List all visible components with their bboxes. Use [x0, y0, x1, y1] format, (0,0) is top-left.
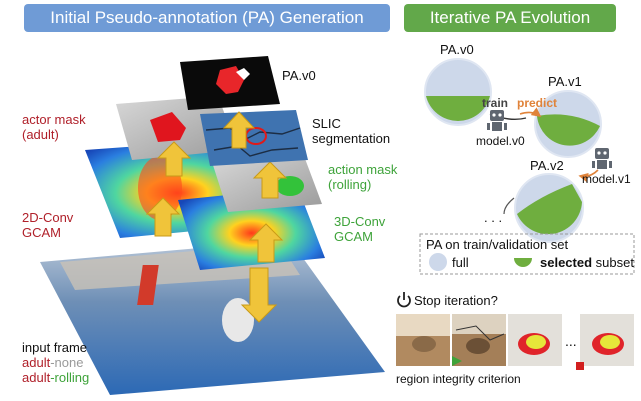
- adult-rolling-line: adult-rolling: [22, 370, 89, 385]
- power-icon: [397, 292, 411, 308]
- adult-word: adult: [22, 370, 51, 385]
- robot-icon: [487, 110, 507, 131]
- conv3d-line2: GCAM: [334, 229, 373, 244]
- legend-subset-word: subset: [595, 255, 634, 270]
- stop-iteration-label: Stop iteration?: [414, 293, 498, 308]
- action-mask-label: action mask (rolling): [328, 162, 397, 192]
- conv3d-line1: 3D-Conv: [334, 214, 386, 229]
- slic-line1: SLIC: [312, 116, 341, 131]
- actor-mask-label: actor mask (adult): [22, 112, 86, 142]
- action-mask-line2: (rolling): [328, 177, 372, 192]
- legend-full-swatch: [429, 253, 447, 271]
- slic-segmentation-layer: [200, 110, 308, 166]
- slic-line2: segmentation: [312, 131, 391, 146]
- pa-v0-circle-label: PA.v0: [440, 42, 474, 57]
- gcam-3d-layer: [178, 188, 325, 270]
- legend-title: PA on train/validation set: [426, 237, 569, 252]
- thumbnail-ellipsis: ...: [565, 333, 577, 349]
- conv2d-gcam-label: 2D-Conv GCAM: [22, 210, 73, 240]
- actor-mask-line1: actor mask: [22, 112, 86, 127]
- legend-selected-word: selected: [540, 255, 593, 270]
- ellipsis-label: . . .: [484, 210, 503, 225]
- criterion-label: region integrity criterion: [396, 372, 521, 386]
- legend-selected-subset-label: selected subset: [540, 255, 634, 270]
- legend-box: [419, 233, 635, 275]
- predict-label: predict: [517, 96, 558, 110]
- model-v1-label: model.v1: [582, 172, 631, 186]
- right-panel-title: Iterative PA Evolution: [404, 4, 616, 32]
- adult-word: adult: [22, 355, 51, 370]
- legend-selected-swatch: [514, 258, 532, 267]
- model-v0-label: model.v0: [476, 134, 525, 148]
- criterion-thumbnails: [396, 314, 634, 370]
- none-word: -none: [50, 355, 84, 370]
- left-panel-title: Initial Pseudo-annotation (PA) Generatio…: [24, 4, 390, 32]
- adult-none-line: adult-none: [22, 355, 89, 370]
- conv2d-line2: GCAM: [22, 225, 61, 240]
- input-frame-label: input frame adult-none adult-rolling: [22, 340, 89, 385]
- action-mask-line1: action mask: [328, 162, 398, 177]
- rolling-word: -rolling: [50, 370, 90, 385]
- conv2d-line1: 2D-Conv: [22, 210, 74, 225]
- input-frame-line: input frame: [22, 340, 88, 355]
- pa-v2-circle-label: PA.v2: [530, 158, 564, 173]
- pa-v1-circle-label: PA.v1: [548, 74, 582, 89]
- robot-icon: [592, 148, 612, 169]
- train-label: train: [482, 96, 509, 110]
- actor-mask-line2: (adult): [22, 127, 59, 142]
- slic-label: SLIC segmentation: [312, 116, 390, 146]
- pa-v0-label: PA.v0: [282, 68, 316, 83]
- legend-full-label: full: [452, 255, 469, 270]
- conv3d-gcam-label: 3D-Conv GCAM: [334, 214, 385, 244]
